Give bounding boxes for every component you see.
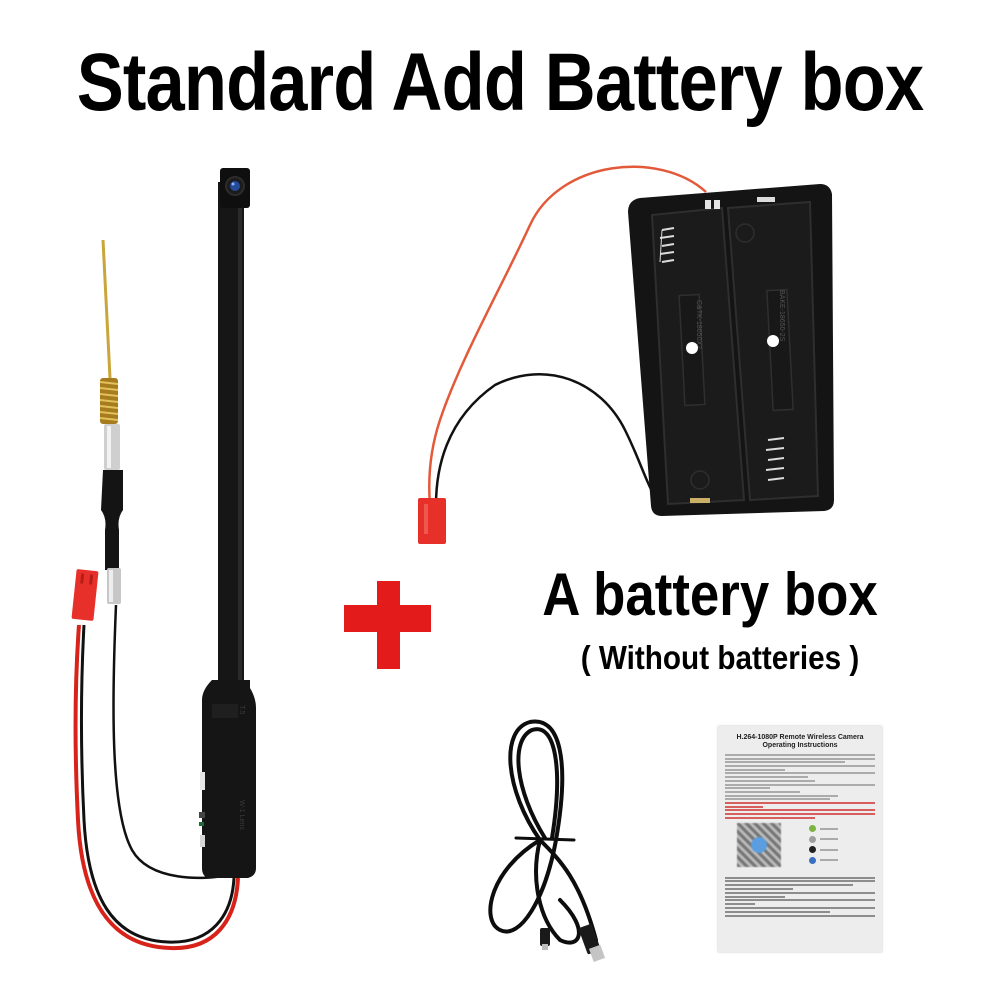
battery-black-wire	[434, 372, 669, 512]
svg-text:BAKE-18650-2S: BAKE-18650-2S	[778, 290, 785, 342]
camera-module: T.5 W-1 Lens	[71, 168, 256, 951]
svg-text:W-1 Lens: W-1 Lens	[238, 800, 245, 830]
red-jst-connector	[71, 569, 99, 621]
battery-box: C&TK-18650X2 BAKE-18650-2S	[418, 165, 834, 544]
antenna-wire	[101, 239, 112, 379]
manual-body-text	[725, 754, 875, 819]
camera-main-board	[202, 680, 256, 878]
manual-title: H.264-1080P Remote Wireless Camera	[736, 734, 864, 741]
battery-box-caption: A battery box	[542, 561, 878, 628]
camera-lens-icon	[230, 181, 240, 191]
usb-plug-icon	[578, 924, 606, 963]
qr-code-icon	[737, 822, 781, 867]
antenna-coil	[99, 378, 119, 424]
mounting-hole	[767, 335, 779, 347]
plus-icon	[344, 581, 431, 669]
manual-method-text	[725, 876, 875, 917]
black-wire	[79, 624, 236, 944]
heat-shrink-tube	[101, 470, 123, 570]
manual-subtitle: Operating Instructions	[762, 742, 838, 749]
battery-spring-top	[659, 227, 675, 263]
antenna-metal-sleeve	[104, 424, 120, 470]
app-store-icons	[809, 825, 859, 869]
svg-text:C&TK-18650X2: C&TK-18650X2	[695, 300, 702, 349]
usb-cable	[488, 719, 598, 945]
antenna-lead-wire	[112, 604, 229, 880]
instruction-manual: H.264-1080P Remote Wireless Camera Opera…	[718, 726, 882, 952]
battery-red-wire	[428, 165, 707, 506]
mounting-hole	[686, 342, 698, 354]
micro-usb-plug-icon	[540, 928, 550, 950]
red-wire	[73, 624, 240, 951]
battery-jst-connector	[418, 498, 446, 544]
svg-text:T.5: T.5	[238, 705, 245, 714]
battery-box-subcaption: ( Without batteries )	[580, 639, 860, 676]
headline: Standard Add Battery box	[76, 37, 924, 128]
battery-spring-bottom	[765, 437, 785, 481]
